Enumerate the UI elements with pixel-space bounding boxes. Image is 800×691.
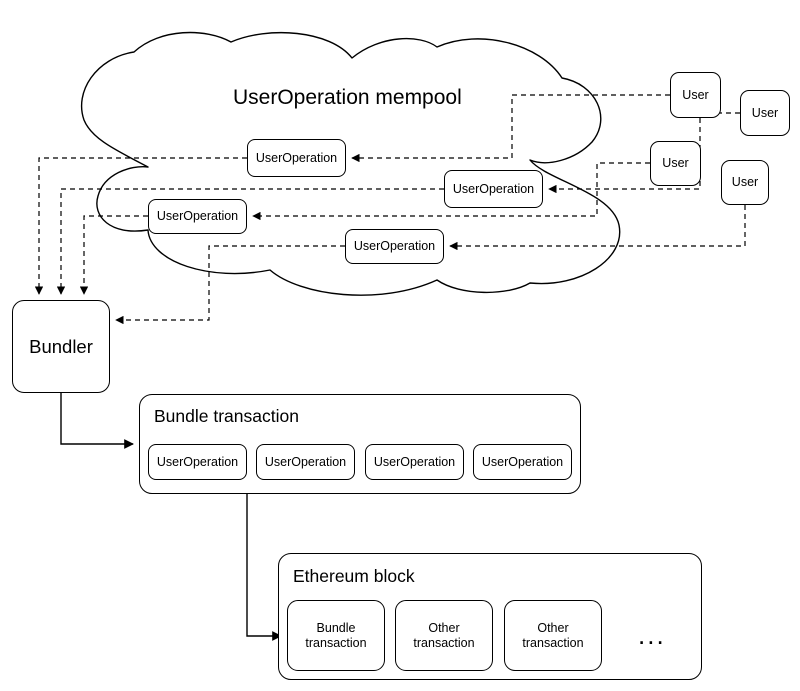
user-node-2[interactable]: User xyxy=(740,90,790,136)
user-node-3-label: User xyxy=(662,156,689,171)
ethereum-tx-other-2[interactable]: Other transaction xyxy=(504,600,602,671)
ethereum-tx-bundle-line1: Bundle xyxy=(316,620,356,635)
ethereum-block-ellipsis: ... xyxy=(638,620,666,650)
mempool-userop-1-label: UserOperation xyxy=(255,150,338,165)
bundle-userop-4-label: UserOperation xyxy=(481,454,564,469)
mempool-userop-4[interactable]: UserOperation xyxy=(345,229,444,264)
ethereum-block-title: Ethereum block xyxy=(293,566,415,586)
ethereum-tx-other-1-line1: Other xyxy=(428,620,460,635)
mempool-userop-3-label: UserOperation xyxy=(156,209,239,224)
ethereum-tx-bundle[interactable]: Bundle transaction xyxy=(287,600,385,671)
user-node-3[interactable]: User xyxy=(650,141,701,186)
bundle-transaction-title: Bundle transaction xyxy=(154,406,299,426)
edge-user4-to-userop4 xyxy=(449,205,746,251)
ethereum-tx-bundle-line2: transaction xyxy=(305,635,367,650)
bundle-userop-3-label: UserOperation xyxy=(373,454,456,469)
bundle-userop-2[interactable]: UserOperation xyxy=(256,444,355,480)
user-node-1[interactable]: User xyxy=(670,72,721,118)
edge-user2-to-userop2 xyxy=(548,112,740,194)
bundle-userop-4[interactable]: UserOperation xyxy=(473,444,572,480)
edge-bundle-transaction-to-ethereum-block xyxy=(246,494,282,641)
user-node-2-label: User xyxy=(751,105,779,120)
edge-bundler-to-bundle-transaction xyxy=(60,393,134,449)
bundler-node[interactable]: Bundler xyxy=(12,300,110,393)
bundler-label: Bundler xyxy=(29,335,93,357)
mempool-userop-1[interactable]: UserOperation xyxy=(247,139,346,177)
edge-userop4-to-bundler xyxy=(115,245,345,325)
ethereum-tx-other-2-line2: transaction xyxy=(522,635,584,650)
mempool-userop-3[interactable]: UserOperation xyxy=(148,199,247,234)
bundle-userop-3[interactable]: UserOperation xyxy=(365,444,464,480)
mempool-userop-2-label: UserOperation xyxy=(452,181,535,196)
bundle-userop-1-label: UserOperation xyxy=(156,454,239,469)
bundle-userop-1[interactable]: UserOperation xyxy=(148,444,247,480)
user-node-4-label: User xyxy=(731,175,759,190)
bundle-userop-2-label: UserOperation xyxy=(264,454,347,469)
ethereum-tx-other-2-line1: Other xyxy=(537,620,569,635)
mempool-userop-4-label: UserOperation xyxy=(353,239,436,254)
ethereum-tx-other-1[interactable]: Other transaction xyxy=(395,600,493,671)
user-node-4[interactable]: User xyxy=(721,160,769,205)
mempool-label: UserOperation mempool xyxy=(233,86,462,109)
ethereum-tx-other-1-line2: transaction xyxy=(413,635,475,650)
user-node-1-label: User xyxy=(682,87,709,102)
edge-userop3-to-bundler xyxy=(79,215,148,295)
mempool-userop-2[interactable]: UserOperation xyxy=(444,170,543,208)
